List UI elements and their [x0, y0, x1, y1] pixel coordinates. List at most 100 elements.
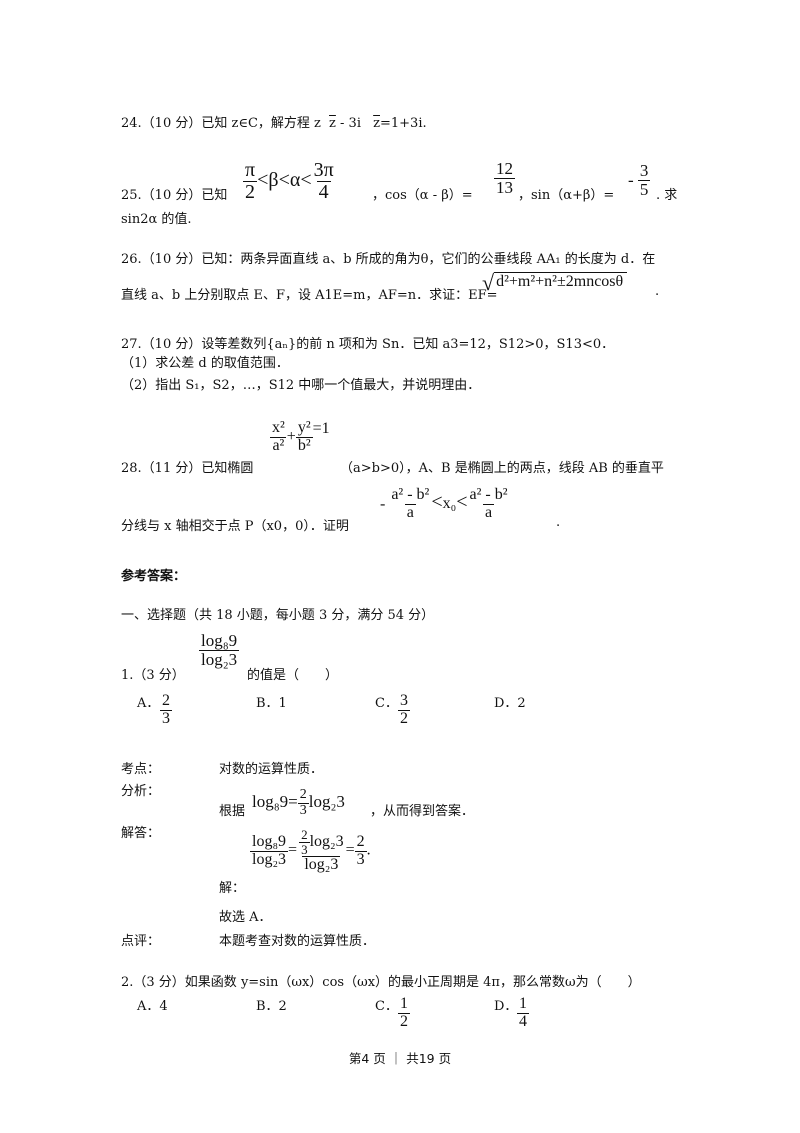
q1-option-c-den: 2 — [398, 709, 410, 727]
q28-x0: x₀ — [442, 494, 457, 512]
q24-text-c: =1+3i. — [380, 116, 427, 131]
q28-rest: （a>b>0），A、B 是椭圆上的两点，线段 AB 的垂直平 — [340, 461, 664, 476]
q26-line2: 直线 a、b 上分别取点 E、F，设 A1E=m，AF=n．求证：EF= — [121, 288, 498, 303]
q25-beta: β — [268, 169, 279, 192]
q2-option-a: A．4 — [137, 999, 168, 1014]
jie-end: . — [366, 841, 371, 859]
kaodian-text: 对数的运算性质． — [219, 762, 324, 777]
q1-option-c: C． — [375, 692, 398, 711]
q25-minus: - — [628, 170, 634, 190]
answers-heading: 参考答案： — [121, 569, 187, 584]
q26-end: . — [655, 284, 660, 299]
jie-d3: 3 — [354, 850, 367, 868]
jie-n2c: log₂3 — [309, 832, 344, 850]
q26-sqrt: √d²+m²+n²±2mncosθ — [482, 272, 628, 294]
q28-num-right: a² - b² — [469, 486, 508, 503]
q25-den5: 5 — [637, 179, 651, 199]
q1-tail: 的值是（ ） — [247, 668, 339, 683]
jie-n2b: 3 — [299, 841, 310, 857]
jie-eq-1: = — [288, 841, 298, 859]
jieda-label: 解答： — [121, 826, 161, 841]
fenxi-expr-right: log₂3 — [308, 792, 345, 812]
question-24: 24.（10 分）已知 z∈C，解方程 z z - 3i z=1+3i. — [121, 112, 427, 131]
jie-n1: log₈9 — [252, 832, 287, 850]
fenxi-text-a: 根据 — [219, 804, 246, 819]
q1-option-d: D．2 — [494, 696, 526, 711]
question-25: 25.（10 分）已知 — [121, 158, 227, 203]
kaodian-label: 考点： — [121, 762, 161, 777]
dianping-label: 点评： — [121, 934, 161, 949]
q25-four: 4 — [316, 181, 331, 203]
q28-y2: y² — [297, 419, 311, 436]
q1-option-a-den: 3 — [160, 709, 172, 727]
q2-option-c: C． — [375, 999, 398, 1014]
q25-num3: 3 — [639, 161, 649, 180]
q28-plus: + — [286, 427, 296, 445]
q24-zbar-1: z — [329, 116, 336, 131]
q1-option-a: A． — [137, 692, 159, 711]
q2-option-d-den: 4 — [517, 1012, 529, 1030]
q2-option-d: D． — [494, 999, 518, 1014]
q28-lt-2: < — [456, 490, 468, 513]
q25-label: 25.（10 分）已知 — [121, 188, 228, 203]
q27-line3: （2）指出 S₁，S2，…，S12 中哪一个值最大，并说明理由． — [121, 378, 481, 393]
fenxi-expr-left: log₈9= — [252, 792, 298, 812]
fenxi-num: 2 — [299, 787, 307, 802]
q1-option-b: B．1 — [256, 696, 287, 711]
q28-label: 28.（11 分）已知椭圆 — [121, 461, 254, 476]
q28-b2: b² — [295, 436, 313, 454]
fenxi-den: 3 — [297, 802, 309, 818]
q24-zbar-2: z — [373, 116, 380, 131]
q1-label: 1.（3 分） — [121, 668, 185, 683]
q25-pi: π — [245, 159, 256, 181]
page-footer: 第4 页 ｜ 共19 页 — [348, 1051, 452, 1066]
jie-eq-2: = — [345, 841, 355, 859]
guxuan-text: 故选 A． — [219, 910, 272, 925]
dianping-text: 本题考查对数的运算性质． — [219, 934, 376, 949]
jie-label: 解： — [219, 881, 246, 896]
jie-n3: 2 — [356, 832, 365, 850]
q26-line1: 26.（10 分）已知：两条异面直线 a、b 所成的角为θ，它们的公垂线段 AA… — [121, 252, 656, 267]
q24-text-a: 24.（10 分）已知 z∈C，解方程 z — [121, 116, 321, 131]
q25-sin-text: ，sin（α+β）= — [518, 188, 615, 203]
q28-x2: x² — [272, 419, 285, 436]
q28-den-right: a — [482, 503, 495, 521]
q28-a2: a² — [270, 436, 287, 454]
q2-option-c-den: 2 — [398, 1012, 410, 1030]
q28-den-left: a — [404, 503, 416, 521]
q27-line1: 27.（10 分）设等差数列{aₙ}的前 n 项和为 Sn．已知 a3=12，S… — [121, 337, 615, 352]
jie-n2a: 2 — [301, 827, 308, 842]
q1-option-a-num: 2 — [162, 692, 170, 709]
q2-option-b: B．2 — [256, 999, 287, 1014]
q28-line2: 分线与 x 轴相交于点 P（x0，0）．证明 — [121, 519, 349, 534]
q1-log-num: log₈9 — [201, 631, 238, 650]
fenxi-label: 分析： — [121, 784, 161, 799]
q28-end: . — [556, 515, 561, 530]
fenxi-text-b: ，从而得到答案． — [370, 804, 475, 819]
q2-option-c-num: 1 — [400, 995, 408, 1012]
q25-alpha: α — [289, 169, 301, 192]
q24-text-b: - 3i — [340, 116, 361, 131]
q1-option-c-label: C． — [375, 696, 398, 711]
q1-option-c-num: 3 — [400, 692, 408, 709]
q28-eq1: =1 — [312, 419, 330, 437]
q25-two: 2 — [243, 181, 258, 203]
q28-neg: - — [380, 495, 386, 513]
q25-tail: . 求 — [656, 188, 678, 203]
q25-line2: sin2α 的值. — [121, 212, 192, 227]
q2-text: 2.（3 分）如果函数 y=sin（ωx）cos（ωx）的最小正周期是 4π，那… — [121, 975, 641, 990]
q28-lt-1: < — [431, 490, 443, 513]
q1-option-a-label: A． — [137, 696, 160, 711]
q25-den13: 13 — [494, 177, 515, 197]
q2-option-d-num: 1 — [519, 995, 527, 1012]
